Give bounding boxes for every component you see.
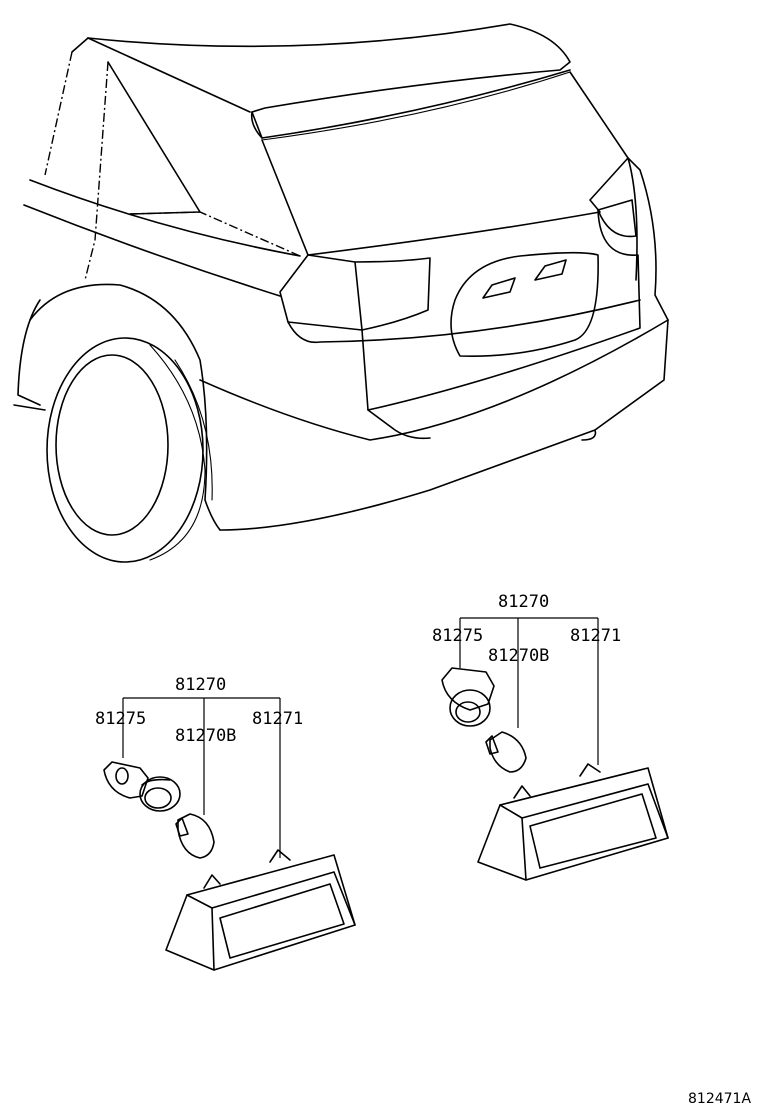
left-leader-bracket bbox=[122, 697, 281, 858]
right-bulb-number: 81270B bbox=[488, 646, 549, 666]
diagram-code: 812471A bbox=[688, 1091, 751, 1107]
right-bulb-illustration bbox=[485, 731, 527, 773]
left-lens-number: 81271 bbox=[252, 709, 303, 729]
left-assembly: 81270 81275 81270B 81271 bbox=[95, 675, 356, 971]
right-assembly-number: 81270 bbox=[498, 592, 549, 612]
vehicle-rear-illustration bbox=[13, 23, 669, 563]
left-socket-number: 81275 bbox=[95, 709, 146, 729]
left-bulb-number: 81270B bbox=[175, 726, 236, 746]
right-lens-number: 81271 bbox=[570, 626, 621, 646]
right-socket-illustration bbox=[441, 667, 495, 727]
right-leader-bracket bbox=[459, 617, 599, 765]
right-lens-illustration bbox=[477, 763, 669, 881]
left-assembly-number: 81270 bbox=[175, 675, 226, 695]
left-socket-illustration bbox=[103, 761, 181, 812]
right-assembly: 81270 81275 81270B 81271 bbox=[432, 592, 669, 881]
left-lens-illustration bbox=[165, 849, 356, 971]
left-bulb-illustration bbox=[175, 813, 215, 859]
right-socket-number: 81275 bbox=[432, 626, 483, 646]
